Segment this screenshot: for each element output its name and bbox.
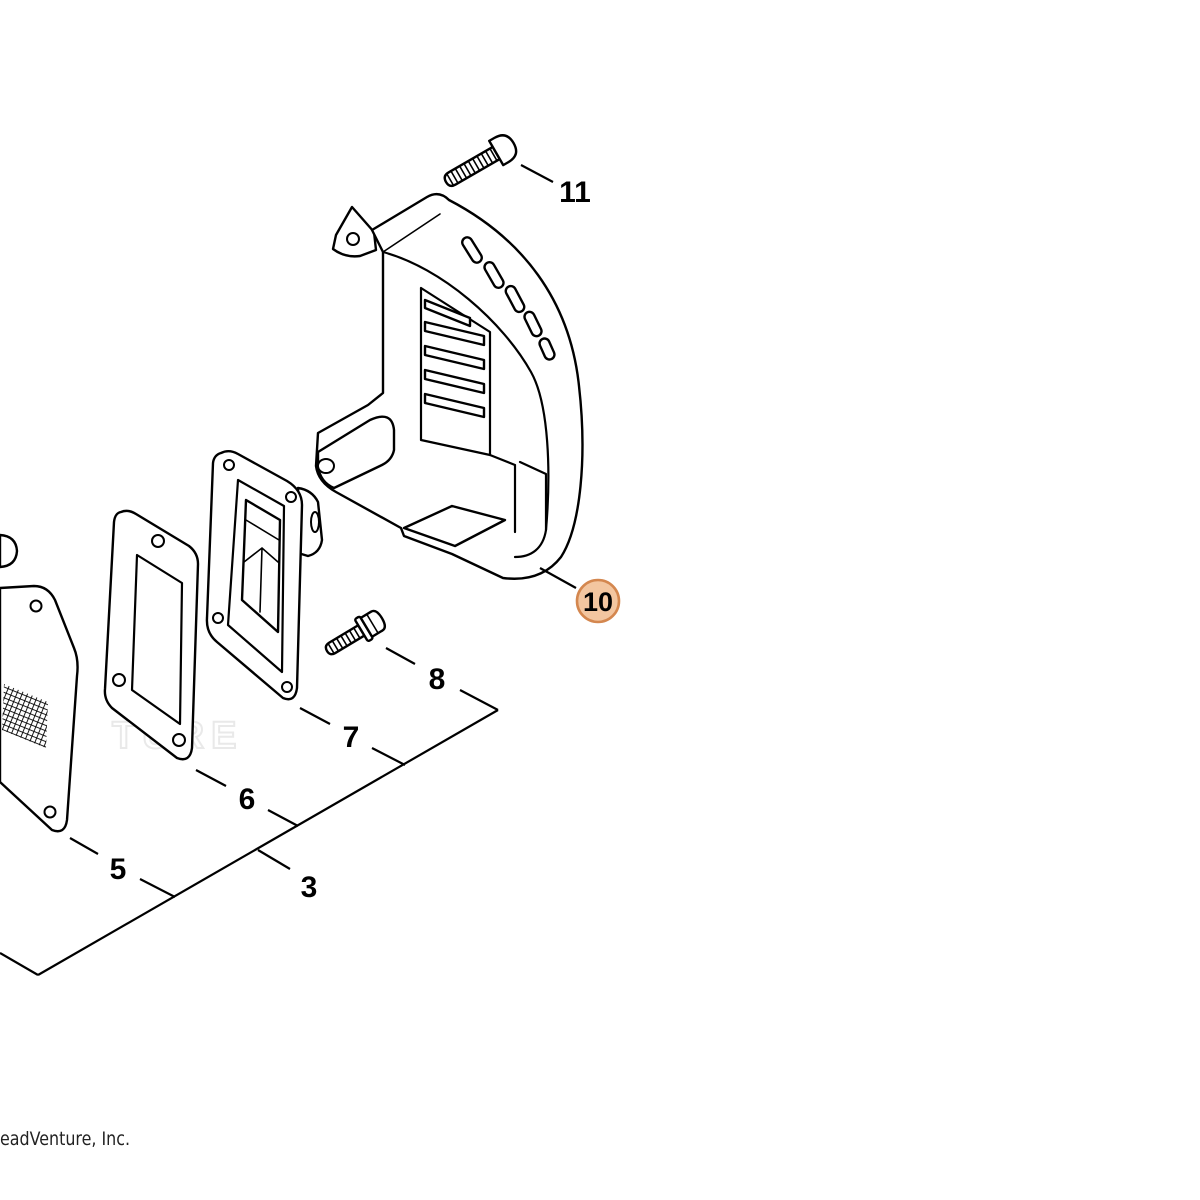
part-10-boss [316,415,396,490]
leader-5-b [139,878,176,898]
louvre-slat [423,368,486,395]
part-7-hole-2 [285,491,297,503]
vent-slot [483,261,505,289]
part-10-boss-hole [317,458,335,474]
part-11-head [488,134,518,167]
callout-11[interactable]: 11 [559,176,591,209]
louvre-slat [423,320,486,347]
leader-8-a [385,647,416,665]
part-6-hole-bottom [172,733,186,747]
vent-slot [523,310,543,338]
leader-5-a [69,837,99,855]
part-7-block-ridge [243,519,280,613]
louvre-slat [423,298,472,328]
part-7-hole-4 [281,681,293,693]
part-5-filter-plate [0,533,79,833]
leader-lines [0,164,577,976]
callouts: 11 10 8 7 6 5 3 [110,176,621,904]
callout-5[interactable]: 5 [110,853,127,886]
leader-3 [257,849,291,870]
part-8-head-edge [365,613,379,634]
part-7-flange [205,450,324,701]
leader-7-a [299,707,331,725]
part-10-top-rim [382,213,441,253]
callout-10[interactable]: 10 [583,587,613,617]
vent-slot [538,337,556,361]
callout-6[interactable]: 6 [239,783,256,816]
leader-6-a [195,769,227,787]
part-8-threads [327,626,363,654]
callout-8[interactable]: 8 [429,663,446,696]
leader-11 [520,164,554,183]
louvre-slat [423,392,486,419]
part-6-window [130,553,184,726]
group-bracket-main [37,709,499,976]
part-10-vent-slots [461,236,556,361]
part-10-inner-ribs [488,453,548,534]
part-11-screw [443,134,518,188]
copyright-text: eadVenture, Inc. [0,1128,130,1150]
part-6-hole-top [151,534,165,548]
leader-7-b [371,747,406,766]
part-5-hole-bottom [43,805,57,819]
leader-8-b [459,689,499,711]
callout-10-highlight[interactable] [575,578,621,624]
part-10-tab-hole [346,232,360,246]
part-5-hole-top [29,599,43,613]
group-bracket-tail [0,952,39,976]
part-10-mount-tab [331,205,378,258]
part-10-louvres [423,298,486,419]
part-10-top-band-edge [381,250,550,559]
part-6-hole-left [112,673,126,687]
leader-10 [539,567,577,589]
part-7-inner-frame [226,478,286,674]
part-7-hole-1 [223,459,235,471]
callout-3[interactable]: 3 [301,871,318,904]
part-6-gasket [103,509,200,761]
vent-slot [504,284,526,314]
part-8-screw [324,609,387,656]
part-11-threads [446,148,498,186]
part-5-boss [0,533,19,569]
vent-slot [461,236,483,264]
callout-7[interactable]: 7 [343,721,360,754]
louvre-slat [423,344,486,371]
part-10-bottom-plate [402,504,507,548]
part-7-hole-3 [212,612,224,624]
part-7-nub-end [310,511,320,533]
part-6-outline [103,509,200,761]
leader-6-b [267,809,299,827]
part-10-louvre-wall [419,286,492,457]
part-10-shroud [314,192,584,580]
